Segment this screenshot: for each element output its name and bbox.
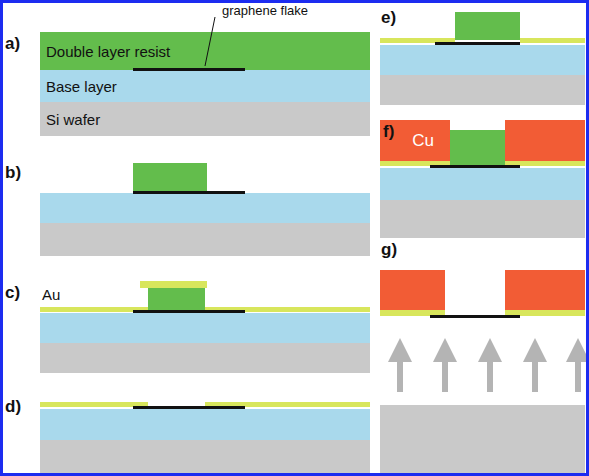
panel-letter: d)	[5, 397, 21, 417]
panel-letter: b)	[5, 163, 21, 183]
base-layer: Base layer	[40, 70, 370, 102]
material-label: Au	[42, 286, 60, 303]
layer-name: Si wafer	[46, 111, 100, 128]
layer-name: Base layer	[46, 78, 117, 95]
panel-letter: f)	[383, 122, 394, 142]
panel-letter: a)	[5, 34, 20, 54]
layer-name: Double layer resist	[46, 43, 170, 60]
wafer-layer: Si wafer	[40, 102, 370, 136]
panel-letter: e)	[381, 8, 396, 28]
panel-letter: c)	[5, 283, 20, 303]
layer-name: Cu	[412, 131, 434, 151]
leader-label: graphene flake	[222, 3, 308, 18]
copper-block: Cu	[396, 120, 450, 161]
resist-layer: Double layer resist	[40, 32, 370, 70]
panel-letter: g)	[381, 240, 397, 260]
